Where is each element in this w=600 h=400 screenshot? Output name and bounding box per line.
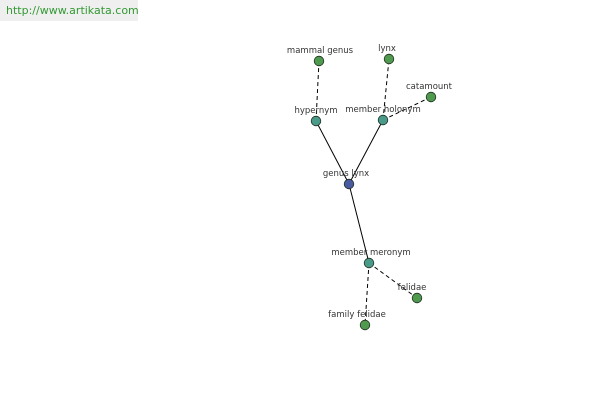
node-felidae[interactable]: felidae bbox=[398, 283, 427, 304]
node-label-felidae: felidae bbox=[398, 283, 427, 293]
leaf-node-dot[interactable] bbox=[411, 292, 423, 304]
node-mammal-genus[interactable]: mammal genus bbox=[287, 46, 354, 67]
center-node-dot[interactable] bbox=[343, 178, 355, 190]
node-hypernym[interactable]: hypernym bbox=[294, 106, 338, 127]
relation-node-dot[interactable] bbox=[377, 114, 389, 126]
edge-member-meronym-felidae bbox=[368, 262, 418, 299]
leaf-node-dot[interactable] bbox=[359, 319, 371, 331]
edge-hypernym-mammal-genus bbox=[315, 60, 320, 122]
node-label-mammal-genus: mammal genus bbox=[287, 46, 354, 56]
leaf-node-dot[interactable] bbox=[425, 91, 437, 103]
node-member-meronym[interactable]: member meronym bbox=[331, 248, 411, 269]
node-catamount[interactable]: catamount bbox=[406, 82, 453, 103]
leaf-node-dot[interactable] bbox=[383, 53, 395, 65]
node-label-genus-lynx: genus lynx bbox=[323, 169, 369, 179]
graph-nodes: mammal genus lynx catamount felidae family f… bbox=[287, 44, 453, 331]
node-label-member-holonym: member holonym bbox=[345, 105, 420, 115]
edge-genus-lynx-member-meronym bbox=[348, 183, 370, 264]
leaf-node-dot[interactable] bbox=[313, 55, 325, 67]
node-label-hypernym: hypernym bbox=[294, 106, 337, 116]
node-label-family-felidae: family felidae bbox=[328, 310, 386, 320]
edge-member-meronym-family-felidae bbox=[364, 262, 370, 326]
node-lynx[interactable]: lynx bbox=[378, 44, 396, 65]
edge-genus-lynx-hypernym bbox=[315, 120, 350, 185]
graph-edges bbox=[315, 58, 432, 326]
edge-member-holonym-lynx bbox=[382, 58, 390, 121]
node-label-catamount: catamount bbox=[406, 82, 453, 92]
edge-genus-lynx-member-holonym bbox=[348, 119, 384, 185]
node-label-lynx: lynx bbox=[378, 44, 396, 54]
node-family-felidae[interactable]: family felidae bbox=[328, 310, 386, 331]
watermark-url[interactable]: http://www.artikata.com bbox=[0, 0, 139, 21]
node-label-member-meronym: member meronym bbox=[331, 248, 410, 258]
node-genus-lynx[interactable]: genus lynx bbox=[323, 169, 369, 190]
relation-node-dot[interactable] bbox=[310, 115, 322, 127]
relation-node-dot[interactable] bbox=[363, 257, 375, 269]
edge-member-holonym-catamount bbox=[382, 96, 432, 121]
node-member-holonym[interactable]: member holonym bbox=[345, 105, 421, 126]
